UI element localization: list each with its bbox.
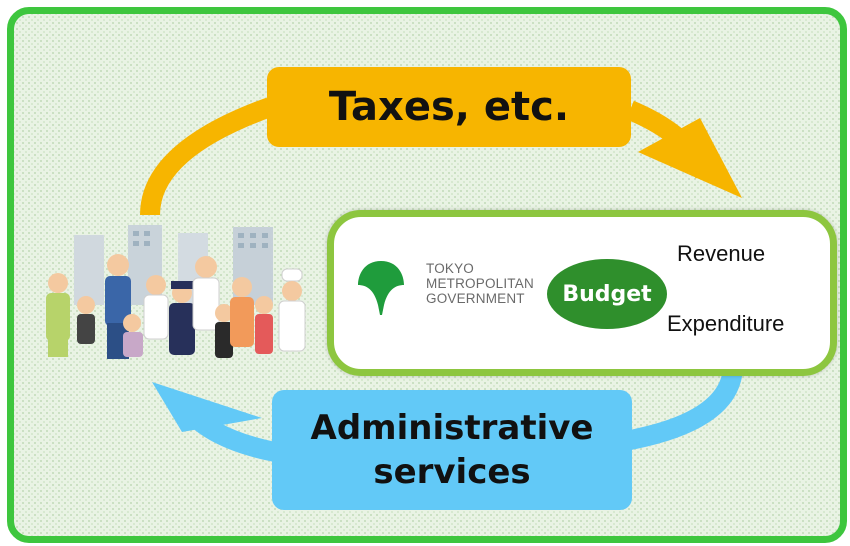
budget-label: Budget xyxy=(562,281,652,307)
services-label-box: Administrative services xyxy=(272,390,632,510)
budget-panel: TOKYO METROPOLITAN GOVERNMENT Budget Rev… xyxy=(327,210,837,376)
citizens-illustration-icon xyxy=(46,225,306,359)
org-name-line1: TOKYO xyxy=(426,261,475,276)
taxes-arrowhead xyxy=(638,118,742,198)
org-name-line3: GOVERNMENT xyxy=(426,291,525,306)
org-name: TOKYO METROPOLITAN GOVERNMENT xyxy=(426,261,534,306)
org-name-line2: METROPOLITAN xyxy=(426,276,534,291)
taxes-label-box: Taxes, etc. xyxy=(267,67,631,147)
services-label-line2: services xyxy=(373,452,531,492)
services-arrowhead xyxy=(152,382,262,432)
expenditure-label: Expenditure xyxy=(667,311,785,336)
services-arrow-shaft xyxy=(628,364,743,450)
budget-oval: Budget xyxy=(547,259,667,329)
revenue-label: Revenue xyxy=(677,241,766,266)
tokyo-ginkgo-leaf-logo-icon xyxy=(358,261,404,315)
taxes-label: Taxes, etc. xyxy=(328,84,570,130)
services-label-line1: Administrative xyxy=(310,407,594,448)
taxes-arrow-shaft xyxy=(140,97,274,216)
